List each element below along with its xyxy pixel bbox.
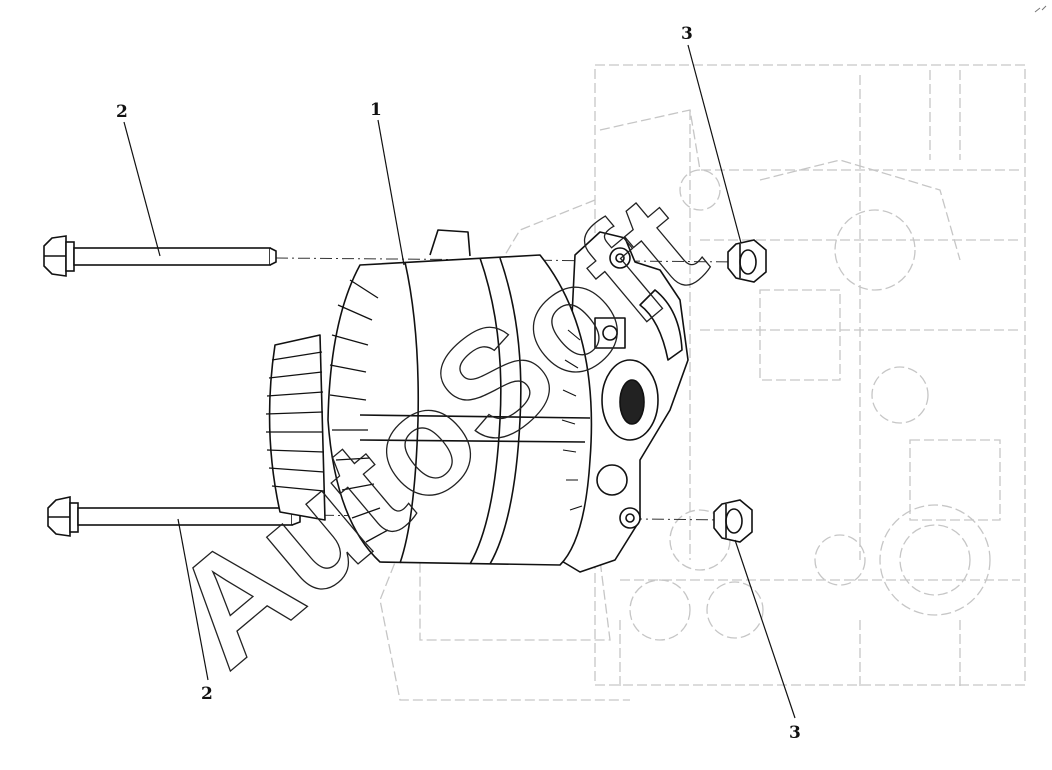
leader-3-upper	[687, 44, 742, 244]
callout-2-upper: 2	[116, 102, 128, 122]
nut-lower	[713, 499, 753, 543]
bolt-upper	[43, 235, 277, 277]
callout-1: 1	[370, 100, 382, 120]
callout-3-lower: 3	[789, 723, 801, 743]
callout-2-lower: 2	[201, 684, 213, 704]
bolt-lower	[47, 496, 301, 537]
nut-upper	[727, 239, 767, 283]
leader-2-upper	[123, 121, 161, 257]
leader-2-lower	[177, 518, 209, 681]
leader-3-lower	[734, 539, 796, 719]
leader-lines	[123, 44, 796, 719]
engine-block-background	[379, 64, 1026, 701]
alternator	[265, 229, 689, 573]
corner-mark	[1034, 5, 1047, 13]
leader-1	[377, 119, 405, 266]
callout-3-upper: 3	[681, 24, 693, 44]
